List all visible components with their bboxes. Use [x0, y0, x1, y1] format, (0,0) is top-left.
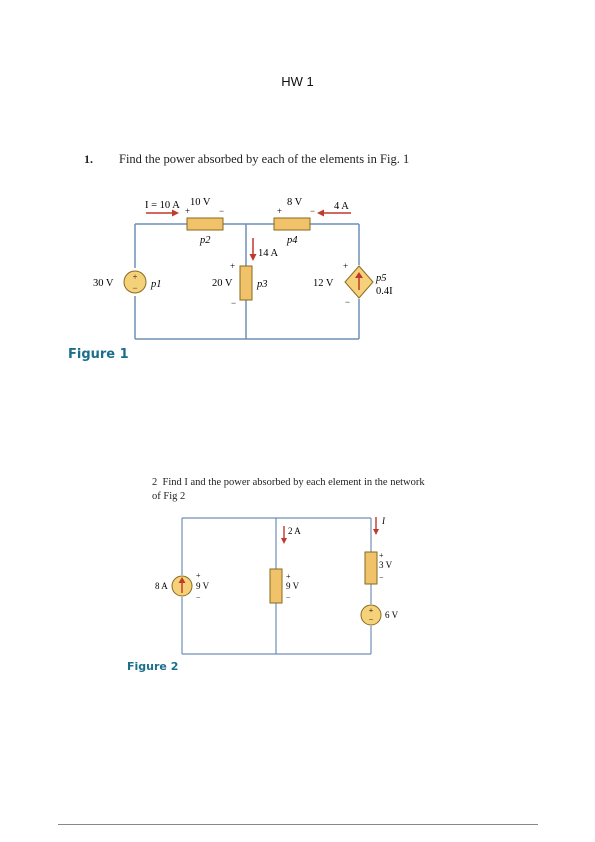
p5-plus: + — [343, 261, 348, 271]
label-p2: p2 — [199, 235, 211, 246]
resistor-p3 — [239, 265, 253, 301]
p3-minus: − — [231, 298, 236, 308]
label-i: I — [381, 516, 386, 526]
label-v-p2: 10 V — [190, 197, 211, 208]
p4-plus: + — [277, 206, 282, 216]
label-8a: 8 A — [155, 581, 168, 591]
label-i-middle: 14 A — [258, 248, 279, 259]
page-title: HW 1 — [281, 74, 314, 89]
resistor-p2 — [186, 217, 224, 231]
label-2a: 2 A — [288, 526, 301, 536]
source-9v-plus: + — [196, 571, 201, 580]
p2-minus: − — [219, 206, 224, 216]
figure-1-caption: Figure 1 — [68, 347, 129, 362]
source-p1-plus-sign: + — [132, 272, 137, 282]
p4-minus: − — [310, 206, 315, 216]
label-9v-middle: 9 V — [286, 581, 300, 591]
source-6v-plus: + — [369, 606, 374, 615]
source-p1-minus-sign: − — [132, 283, 137, 293]
label-v-p5: 12 V — [313, 278, 334, 289]
middle-minus: − — [286, 593, 291, 602]
label-p5: p5 — [375, 273, 387, 284]
label-p1: p1 — [150, 279, 162, 290]
figure-2-wires — [181, 517, 372, 655]
dependent-source-arrowhead — [355, 272, 363, 278]
voltage-source-p1 — [123, 270, 147, 294]
current-source-arrowhead — [178, 577, 186, 583]
label-9v-source: 9 V — [196, 581, 210, 591]
figure-1-wires — [134, 223, 360, 340]
source-6v-minus: − — [369, 615, 374, 624]
problem-2-text: 2 Find I and the power absorbed by each … — [152, 476, 432, 504]
problem-1-number: 1. — [84, 152, 93, 166]
middle-plus: + — [286, 572, 291, 581]
problem-1-text: Find the power absorbed by each of the e… — [119, 152, 410, 166]
figure-2-caption: Figure 2 — [127, 660, 179, 673]
resistor-right — [364, 551, 378, 585]
problem-2-body: Find I and the power absorbed by each el… — [152, 477, 425, 502]
label-p4: p4 — [286, 235, 298, 246]
label-dep-value: 0.4I — [376, 286, 393, 297]
source-9v-minus: − — [196, 593, 201, 602]
p2-plus: + — [185, 206, 190, 216]
label-v-source: 30 V — [93, 278, 114, 289]
resistor-p4 — [273, 217, 311, 231]
label-p3: p3 — [256, 279, 268, 290]
label-v-p4: 8 V — [287, 197, 303, 208]
p3-plus: + — [230, 261, 235, 271]
label-v-p3: 20 V — [212, 278, 233, 289]
label-i-right: 4 A — [334, 201, 349, 212]
arrow-i-left — [146, 209, 179, 217]
problem-2-number: 2 — [152, 477, 158, 488]
arrow-2a — [281, 526, 287, 544]
arrow-i — [373, 517, 379, 535]
right-minus: − — [379, 573, 384, 582]
footer-divider — [58, 824, 538, 825]
arrow-i-middle — [249, 238, 257, 261]
resistor-middle — [269, 568, 283, 604]
label-i-left: I = 10 A — [145, 200, 180, 211]
label-6v: 6 V — [385, 610, 399, 620]
voltage-source-6v — [360, 604, 382, 626]
arrow-i-right — [317, 209, 351, 217]
right-plus: + — [379, 551, 384, 560]
p5-minus: − — [345, 297, 350, 307]
label-3v: 3 V — [379, 560, 393, 570]
